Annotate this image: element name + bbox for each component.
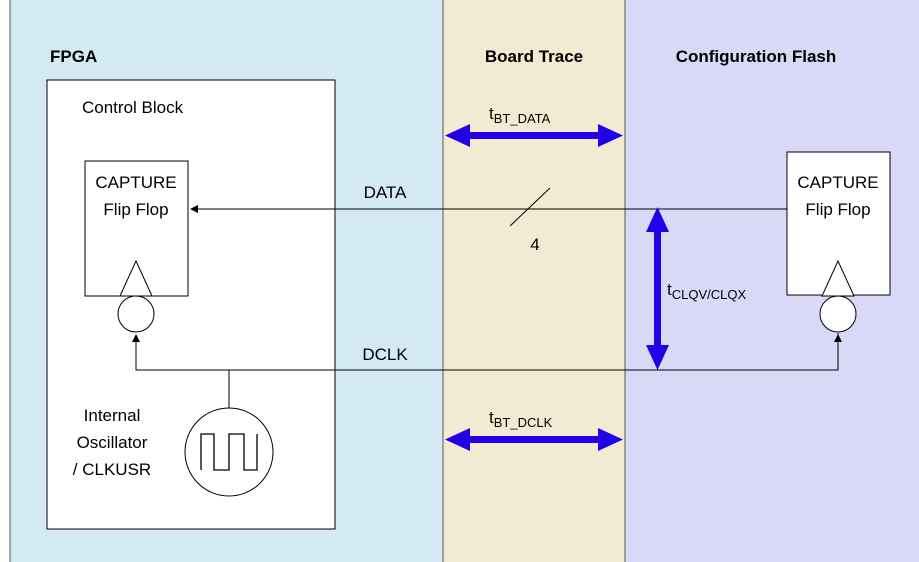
bus-slash [509, 187, 551, 227]
fpga-clock-inverter [117, 295, 155, 333]
oscillator-label-2: Oscillator [77, 433, 148, 452]
data-label: DATA [364, 183, 407, 202]
board-trace-region [443, 0, 625, 562]
flash-flip-flop-label-2: Flip Flop [805, 200, 870, 219]
square-wave-icon [200, 433, 258, 471]
tclqv-label: tCLQV/CLQX [667, 280, 746, 302]
dclk-label: DCLK [362, 345, 408, 364]
tbt-data-label: tBT_DATA [489, 104, 551, 126]
oscillator-label-3: / CLKUSR [73, 460, 151, 479]
fpga-title: FPGA [50, 47, 97, 66]
config-flash-title: Configuration Flash [676, 47, 837, 66]
tbt-dclk-arrow [445, 428, 623, 451]
tbt-dclk-label: tBT_DCLK [489, 408, 553, 430]
flash-flip-flop-label-1: CAPTURE [797, 173, 878, 192]
fpga-flip-flop-label-2: Flip Flop [103, 200, 168, 219]
control-block-title: Control Block [82, 98, 184, 117]
dclk-line [132, 333, 839, 371]
oscillator-label-1: Internal [84, 406, 141, 425]
tbt-data-arrow [445, 124, 623, 147]
bus-width-label: 4 [530, 235, 539, 254]
flash-clock-inverter [819, 295, 857, 333]
tclqv-arrow [646, 207, 669, 370]
fpga-flip-flop-label-1: CAPTURE [95, 173, 176, 192]
board-trace-title: Board Trace [485, 47, 583, 66]
